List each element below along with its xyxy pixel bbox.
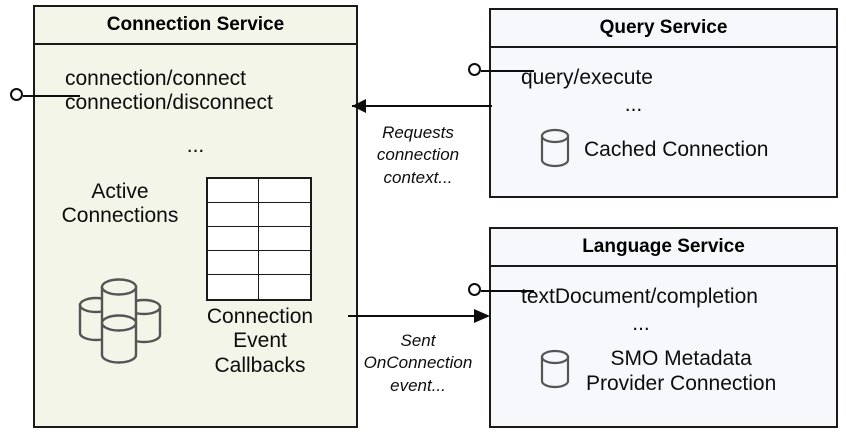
- artifact-cached-connection-label: Cached Connection: [584, 138, 769, 162]
- artifact-active-connections-label-line1: Active: [91, 180, 149, 203]
- operation-textdocument-completion[interactable]: textDocument/completion: [521, 285, 758, 308]
- connection-service-operations: connection/connect connection/disconnect: [65, 67, 273, 116]
- connection-service-title: Connection Service: [35, 7, 356, 45]
- operation-query-execute[interactable]: query/execute: [521, 66, 653, 89]
- table-cell: [259, 275, 310, 299]
- language-service-body: textDocument/completion ... SMO Metadata…: [491, 267, 836, 426]
- artifact-callbacks-label-line1: Connection: [206, 305, 314, 328]
- query-service-body: query/execute ... Cached Connection: [491, 48, 836, 196]
- artifact-smo-label-line2: Provider Connection: [586, 371, 777, 395]
- provided-interface-connection-service[interactable]: [10, 86, 80, 106]
- connector-connection-to-language-label: Sent OnConnection event...: [363, 331, 473, 395]
- artifact-smo-label-group: SMO Metadata Provider Connection: [586, 347, 776, 396]
- query-service-title: Query Service: [491, 10, 836, 48]
- connector-query-to-connection-label: Requests connection context...: [376, 123, 460, 187]
- query-service-operations-ellipsis: ...: [624, 93, 643, 116]
- table-cell: [208, 227, 259, 251]
- component-query-service[interactable]: Query Service query/execute ... Cached C…: [489, 8, 838, 198]
- connection-service-body: connection/connect connection/disconnect…: [35, 45, 356, 426]
- lollipop-circle-icon: [10, 88, 23, 101]
- artifact-callbacks-label-line2: Event: [233, 329, 287, 353]
- table-cell: [259, 203, 310, 227]
- provided-interface-query-service[interactable]: [468, 61, 534, 81]
- artifact-smo-metadata-provider-connection: SMO Metadata Provider Connection: [538, 347, 776, 396]
- connection-service-operations-ellipsis: ...: [186, 134, 205, 157]
- connector-query-to-connection: [340, 95, 500, 117]
- database-cluster-icon: [60, 275, 180, 365]
- table-grid-icon: [206, 177, 312, 301]
- provided-interface-language-service[interactable]: [468, 281, 534, 301]
- language-service-operations-ellipsis: ...: [632, 312, 650, 335]
- artifact-active-connections: Active Connections: [40, 180, 200, 364]
- artifact-smo-label-line1: SMO Metadata: [610, 347, 752, 371]
- lollipop-stem: [23, 95, 80, 97]
- table-cell: [259, 251, 310, 275]
- artifact-connection-event-callbacks: Connection Event Callbacks: [175, 305, 345, 378]
- operation-connection-connect[interactable]: connection/connect: [65, 67, 246, 90]
- artifact-callbacks-label-line3: Callbacks: [214, 353, 306, 377]
- component-language-service[interactable]: Language Service textDocument/completion…: [489, 227, 838, 428]
- language-service-title: Language Service: [491, 229, 836, 267]
- artifact-cached-connection: Cached Connection: [538, 126, 768, 175]
- table-cell: [208, 203, 259, 227]
- database-cylinder-icon: [538, 126, 572, 175]
- component-connection-service[interactable]: Connection Service connection/connect co…: [33, 5, 358, 428]
- table-cell: [208, 179, 259, 203]
- lollipop-circle-icon: [468, 63, 481, 76]
- artifact-active-connections-label-line2: Connections: [61, 204, 179, 228]
- database-cylinder-icon: [538, 347, 572, 396]
- lollipop-circle-icon: [468, 283, 481, 296]
- connector-connection-to-language: [340, 305, 500, 327]
- table-cell: [208, 251, 259, 275]
- lollipop-stem: [481, 290, 534, 292]
- table-cell: [259, 179, 310, 203]
- lollipop-stem: [481, 70, 534, 72]
- operation-connection-disconnect[interactable]: connection/disconnect: [65, 91, 273, 115]
- table-cell: [208, 275, 259, 299]
- table-cell: [259, 227, 310, 251]
